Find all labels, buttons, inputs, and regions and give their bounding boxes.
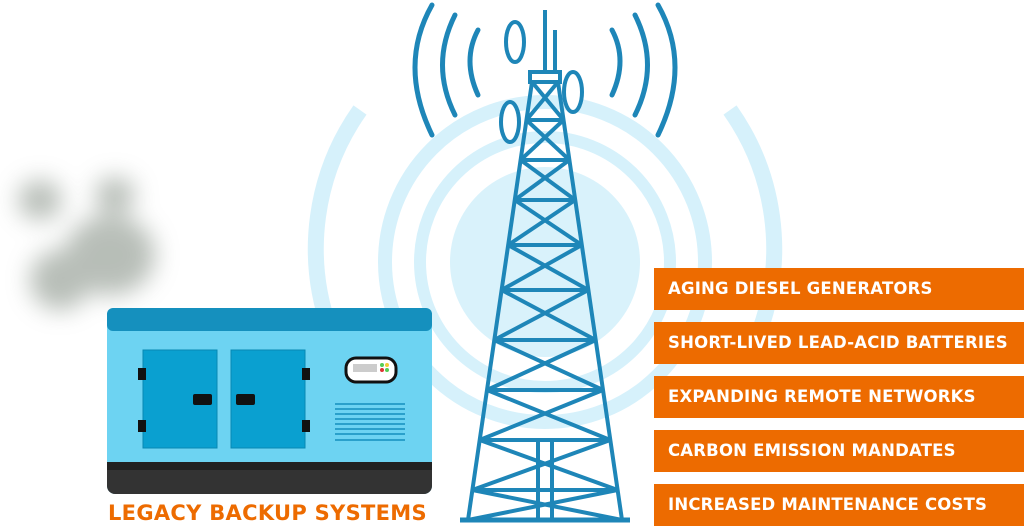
challenge-item: SHORT-LIVED LEAD-ACID BATTERIES [654, 322, 1024, 364]
tower-brace [471, 438, 611, 492]
tower-brace [525, 118, 571, 162]
tower-brace [486, 388, 612, 442]
challenge-item: CARBON EMISSION MANDATES [654, 430, 1024, 472]
cell-tower-icon [460, 10, 630, 523]
challenge-item: INCREASED MAINTENANCE COSTS [654, 484, 1024, 526]
challenge-item: EXPANDING REMOTE NETWORKS [654, 376, 1024, 418]
tower-brace [519, 158, 577, 202]
tower-brace [524, 80, 560, 122]
tower-brace [478, 388, 604, 442]
tower-brace [479, 438, 619, 492]
tower-brace [486, 338, 597, 392]
tower-brace [493, 338, 604, 392]
tower-brace [519, 118, 565, 162]
tower-brace [500, 288, 597, 342]
smoke-icon [18, 177, 155, 310]
radio-waves-icon [412, 2, 678, 138]
tower-brace [500, 243, 583, 292]
tower-brace [507, 198, 577, 247]
tower-brace [493, 288, 590, 342]
challenge-item: AGING DIESEL GENERATORS [654, 268, 1024, 310]
legacy-backup-caption: LEGACY BACKUP SYSTEMS [108, 501, 427, 525]
tower-brace [507, 243, 590, 292]
tower-brace [513, 158, 571, 202]
tower-brace [513, 198, 583, 247]
generator-icon [107, 308, 432, 494]
tower-brace [467, 488, 619, 522]
tower-brace [530, 80, 566, 122]
